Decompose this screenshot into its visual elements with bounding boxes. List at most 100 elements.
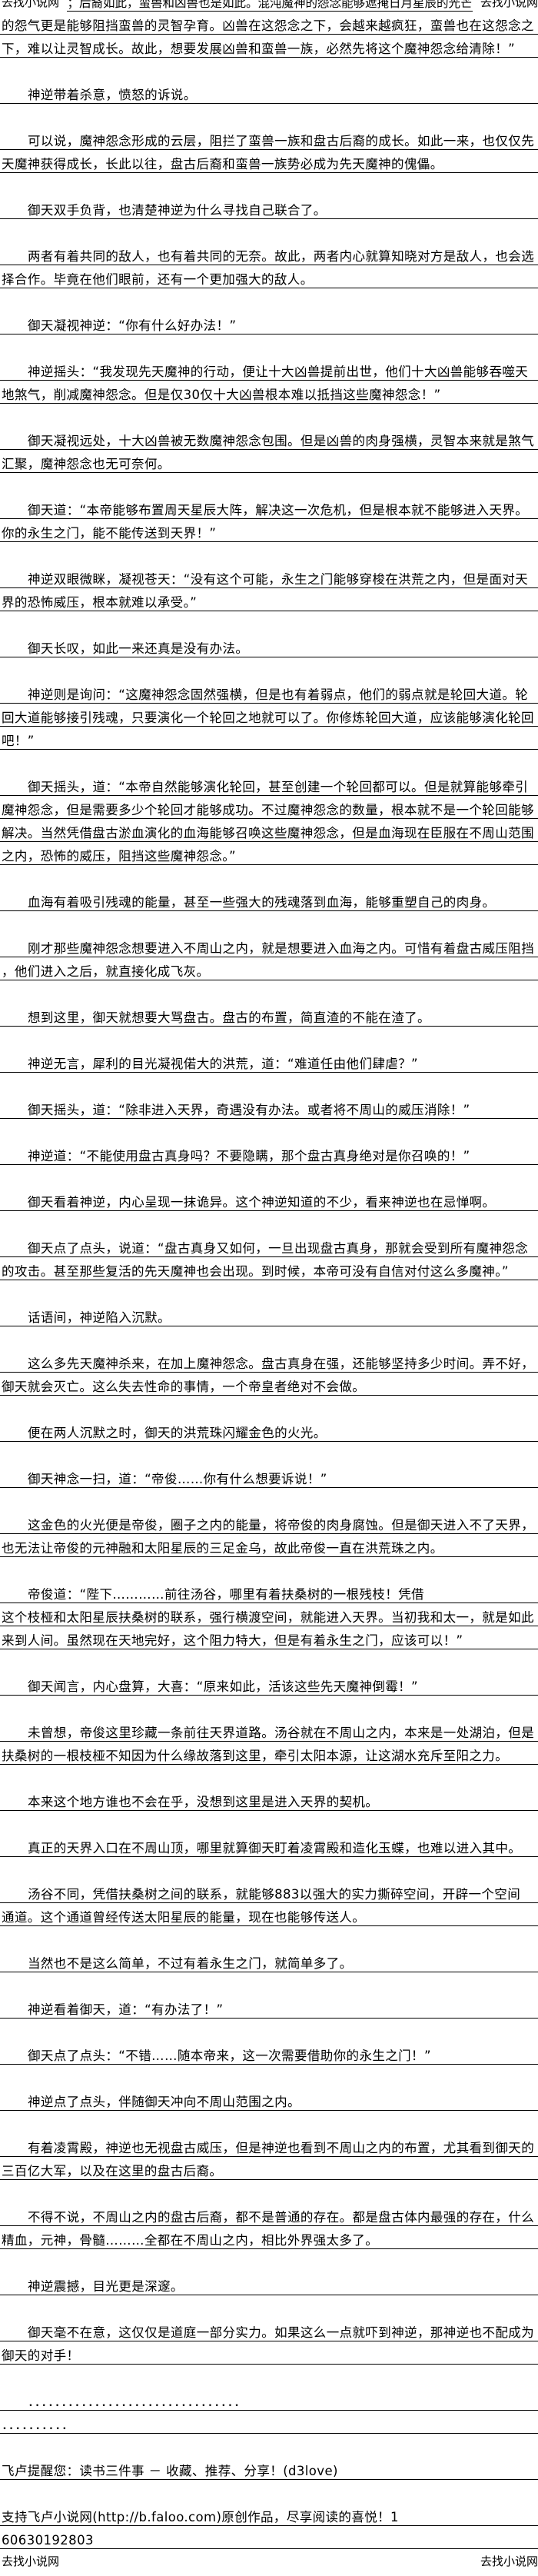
blank-row	[0, 1649, 538, 1672]
paragraph-row: 御天点了点头，说道：“盘古真身又如何，一旦出现盘古真身，那就会受到所有魔神怨念	[0, 1234, 538, 1257]
paragraph-row: 御天看着神逆，内心呈现一抹诡异。这个神逆知道的不少，看来神逆也在忌惮啊。	[0, 1188, 538, 1211]
paragraph-row: 神逆看着御天，道：“有办法了！”	[0, 1995, 538, 2019]
text-line: 神逆带着杀意，愤怒的诉说。	[28, 88, 197, 102]
paragraph-row: 的怨气更是能够阻挡蛮兽的灵智孕育。凶兽在这怨念之下，会越来越疯狂，蛮兽也在这怨念…	[0, 12, 538, 35]
paragraph-row: 神逆无言，犀利的目光凝视偌大的洪荒，道：“难道任由他们肆虐？”	[0, 1050, 538, 1073]
paragraph-row: 御天凝视神逆：“你有什么好办法！”	[0, 311, 538, 334]
paragraph-row: 御天凝视远处，十大凶兽被无数魔神怨念包围。但是凶兽的肉身强横，灵智本来就是煞气	[0, 427, 538, 450]
paragraph-row: 三百亿大军，以及在这里的盘古后裔。	[0, 2157, 538, 2180]
paragraph-row: 吧！”	[0, 727, 538, 750]
paragraph-row: 刚才那些魔神怨念想要进入不周山之内，就是想要进入血海之内。可惜有着盘古威压阻挡	[0, 934, 538, 957]
text-line: 来到人间。虽然现在天地完好，这个阻力特大，但是有着永生之门，应该可以！”	[2, 1633, 463, 1648]
text-line: 择合作。毕竟在他们眼前，还有一个更加强大的敌人。	[2, 272, 314, 287]
text-line: 精血，元神，骨髓………全都在不周山之内，相比外界强太多了。	[2, 2233, 379, 2248]
paragraph-row: 这个枝桠和太阳星辰扶桑树的联系，强行横渡空间，就能进入天界。当初我和太一，就是如…	[0, 1603, 538, 1626]
text-line: 御天毫不在意，这仅仅是道庭一部分实力。如果这么一点就吓到神逆，那神逆也不配成为	[28, 2325, 535, 2340]
paragraph-row: 未曾想，帝俊这里珍藏一条前往天界道路。汤谷就在不周山之内，本来是一处湖泊，但是	[0, 1719, 538, 1742]
paragraph-row: 这么多先天魔神杀来，在加上魔神怨念。盘古真身在强，还能够坚持多少时间。弄不好，	[0, 1350, 538, 1373]
paragraph-row: 扶桑树的一根枝桠不知因为什么缘故落到这里，牵引太阳本源，让这湖水充斥至阳之力。	[0, 1742, 538, 1765]
blank-row	[0, 1972, 538, 1995]
blank-row	[0, 1765, 538, 1788]
text-line: 帝俊道：“陛下…………前往汤谷，哪里有着扶桑树的一根残枝！凭借	[28, 1587, 424, 1602]
paragraph-row: 支持飞卢小说网(http://b.faloo.com)原创作品，尽享阅读的喜悦！…	[0, 2503, 538, 2526]
blank-row	[0, 1442, 538, 1465]
footer-row: 去找小说网 去找小说网	[0, 2549, 538, 2572]
text-line: 扶桑树的一根枝桠不知因为什么缘故落到这里，牵引太阳本源，让这湖水充斥至阳之力。	[2, 1749, 509, 1763]
text-line: 你的永生之门，能不能传送到天界！”	[2, 526, 217, 541]
paragraph-row: 之内，恐怖的威压，阻挡这些魔神怨念。”	[0, 842, 538, 865]
paragraph-row: 御天的对手！	[0, 2341, 538, 2365]
paragraph-row: 汤谷不同，凭借扶桑树之间的联系，就能够883以强大的实力撕碎空间，开辟一个空间	[0, 1880, 538, 1903]
paragraph-row: 天魔神获得成长，长此以往，盘古后裔和蛮兽一族势必成为先天魔神的傀儡。	[0, 150, 538, 173]
paragraph-row: 御天就会灭亡。这么失去性命的事情，一个帝皇者绝对不会做。	[0, 1373, 538, 1396]
footer-watermark-left[interactable]: 去找小说网	[2, 2554, 60, 2568]
paragraph-row: 御天道：“本帝能够布置周天星辰大阵，解决这一次危机，但是根本就不能够进入天界。	[0, 496, 538, 519]
blank-row	[0, 104, 538, 127]
text-line: 话语间，神逆陷入沉默。	[28, 1310, 171, 1325]
text-line: 御天看着神逆，内心呈现一抹诡异。这个神逆知道的不少，看来神逆也在忌惮啊。	[28, 1195, 496, 1210]
text-line: 天魔神获得成长，长此以往，盘古后裔和蛮兽一族势必成为先天魔神的傀儡。	[2, 157, 443, 171]
paragraph-row: 精血，元神，骨髓………全都在不周山之内，相比外界强太多了。	[0, 2226, 538, 2249]
paragraph-row: 神逆带着杀意，愤怒的诉说。	[0, 81, 538, 104]
text-line: 御天凝视神逆：“你有什么好办法！”	[28, 318, 237, 333]
paragraph-row: 话语间，神逆陷入沉默。	[0, 1303, 538, 1326]
text-line: 回大道能够接引残魂，只要演化一个轮回之地就可以了。你修炼轮回大道，应该能够演化轮…	[2, 711, 534, 725]
text-line: 之内，恐怖的威压，阻挡这些魔神怨念。”	[2, 849, 236, 864]
blank-row	[0, 473, 538, 496]
text-line: 支持飞卢小说网(http://b.faloo.com)原创作品，尽享阅读的喜悦！…	[2, 2510, 399, 2524]
paragraph-row: 的攻击。甚至那些复活的先天魔神也会出现。到时候，本帝可没有自信对付这么多魔神。”	[0, 1257, 538, 1280]
paragraph-row: 这金色的火光便是帝俊，圈子之内的能量，将帝俊的肉身腐蚀。但是御天进入不了天界，	[0, 1511, 538, 1534]
blank-row	[0, 1811, 538, 1834]
text-line: 刚才那些魔神怨念想要进入不周山之内，就是想要进入血海之内。可惜有着盘古威压阻挡	[28, 941, 535, 956]
blank-row	[0, 1926, 538, 1949]
blank-row	[0, 1326, 538, 1350]
blank-row	[0, 334, 538, 358]
blank-row	[0, 542, 538, 565]
blank-row	[0, 404, 538, 427]
text-line: 通道。这个通道曾经传送太阳星辰的能量，现在也能够传送人。	[2, 1910, 366, 1925]
text-line: 神逆无言，犀利的目光凝视偌大的洪荒，道：“难道任由他们肆虐？”	[28, 1057, 418, 1071]
blank-row	[0, 1119, 538, 1142]
text-line: 地煞气，削减魔神怨念。但是仅30仅十大凶兽根本难以抵挡这些魔神怨念！”	[2, 388, 441, 402]
text-line: 的攻击。甚至那些复活的先天魔神也会出现。到时候，本帝可没有自信对付这么多魔神。”	[2, 1264, 509, 1279]
text-line: 御天长叹，如此一来还真是没有办法。	[28, 641, 249, 656]
text-line: 不得不说，不周山之内的盘古后裔，都不是普通的存在。都是盘古体内最强的存在，什么	[28, 2210, 535, 2225]
blank-row	[0, 2480, 538, 2503]
text-line: 御天点了点头，说道：“盘古真身又如何，一旦出现盘古真身，那就会受到所有魔神怨念	[28, 1241, 529, 1256]
blank-row	[0, 2065, 538, 2088]
blank-row	[0, 1211, 538, 1234]
blank-row	[0, 611, 538, 634]
text-line: 下，难以让灵智成长。故此，想要发展凶兽和蛮兽一族，必然先将这个魔神怨念给清除！”	[2, 42, 516, 56]
text-line: 御天点了点头：“不错……随本帝来，这一次需要借助你的永生之门！”	[28, 2048, 431, 2063]
text-line: 御天神念一扫，道：“帝俊……你有什么想要诉说！”	[28, 1472, 327, 1486]
paragraph-row: 御天摇头，道：“除非进入天界，奇遇没有办法。或者将不周山的威压消除！”	[0, 1096, 538, 1119]
text-line: 御天闻言，内心盘算，大喜：“原来如此，活该这些先天魔神倒霉！”	[28, 1679, 418, 1694]
blank-row	[0, 2249, 538, 2272]
blank-row	[0, 2180, 538, 2203]
blank-row	[0, 1696, 538, 1719]
blank-row	[0, 1857, 538, 1880]
footer-watermark-right[interactable]: 去找小说网	[480, 2554, 538, 2568]
paragraph-row: 神逆点了点头，伴随御天冲向不周山范围之内。	[0, 2088, 538, 2111]
text-line: 当然也不是这么简单，不过有着永生之门，就简单多了。	[28, 1956, 353, 1971]
text-line: 真正的天界入口在不周山顶，哪里就算御天盯着凌霄殿和造化玉蝶，也难以进入其中。	[28, 1841, 522, 1855]
blank-row	[0, 657, 538, 681]
blank-row	[0, 288, 538, 311]
paragraph-row: 你的永生之门，能不能传送到天界！”	[0, 519, 538, 542]
paragraph-row: 御天神念一扫，道：“帝俊……你有什么想要诉说！”	[0, 1465, 538, 1488]
paragraph-row: 当然也不是这么简单，不过有着永生之门，就简单多了。	[0, 1949, 538, 1972]
text-line: 汤谷不同，凭借扶桑树之间的联系，就能够883以强大的实力撕碎空间，开辟一个空间	[28, 1887, 521, 1902]
paragraph-row: 通道。这个通道曾经传送太阳星辰的能量，现在也能够传送人。	[0, 1903, 538, 1926]
paragraph-row: 御天摇头，道：“本帝自然能够演化轮回，甚至创建一个轮回都可以。但是就算能够牵引	[0, 773, 538, 796]
text-line: ．．．．．．．．．．．．．．．．．．．．．．．．．．．．．．．．	[28, 2395, 247, 2409]
text-line: 魔神怨念，但是需要多少个轮回才能够成功。不过魔神怨念的数量，根本就不是一个轮回能…	[2, 803, 534, 817]
text-line: 的怨气更是能够阻挡蛮兽的灵智孕育。凶兽在这怨念之下，会越来越疯狂，蛮兽也在这怨念…	[2, 18, 534, 33]
paragraph-row: 有着凌霄殿，神逆也无视盘古威压，但是神逆也看到不周山之内的布置，尤其看到御天的	[0, 2134, 538, 2157]
text-line: 有着凌霄殿，神逆也无视盘古威压，但是神逆也看到不周山之内的布置，尤其看到御天的	[28, 2141, 535, 2155]
paragraph-row: 飞卢提醒您：读书三件事 － 收藏、推荐、分享！(d3love)	[0, 2457, 538, 2480]
text-line: 御天摇头，道：“本帝自然能够演化轮回，甚至创建一个轮回都可以。但是就算能够牵引	[28, 780, 529, 794]
blank-row	[0, 219, 538, 242]
blank-row	[0, 1073, 538, 1096]
paragraph-row: 真正的天界入口在不周山顶，哪里就算御天盯着凌霄殿和造化玉蝶，也难以进入其中。	[0, 1834, 538, 1857]
paragraph-row: 不得不说，不周山之内的盘古后裔，都不是普通的存在。都是盘古体内最强的存在，什么	[0, 2203, 538, 2226]
